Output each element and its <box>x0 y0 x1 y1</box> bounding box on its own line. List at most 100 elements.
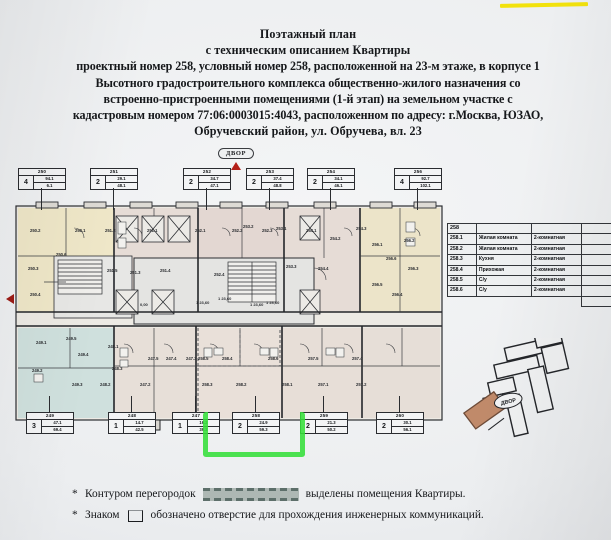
room-number-label: 250.4 <box>30 292 41 297</box>
table-cell-name: Жилая комната <box>475 243 532 256</box>
table-cell-area: 4, <box>581 285 611 297</box>
table-row: 258.6С/у2-комнатная4, <box>447 285 611 297</box>
callout-area-living: 50.2 <box>327 426 336 432</box>
table-total-spacer <box>448 296 477 306</box>
table-cell-area: 17, <box>581 233 611 245</box>
callout-room-count: 3 <box>27 420 42 433</box>
room-number-label: 249.3 <box>72 382 83 387</box>
room-number-label: 252.2 <box>232 228 243 233</box>
callout-area-total: 37.4 <box>262 176 293 183</box>
callout-leader-line <box>113 188 114 210</box>
site-map-yard-label: ДВОР <box>500 398 517 407</box>
room-number-label: 249.1 <box>36 340 47 345</box>
room-number-label: 256.5 <box>372 282 383 287</box>
table-cell-code: 258.5 <box>447 275 477 287</box>
callout-flat-number: 247 <box>173 413 219 420</box>
callout-area-total: 94.1 <box>34 176 65 183</box>
callout-room-count: 2 <box>308 176 323 189</box>
core-elevation-label: 1 23,60 <box>250 302 264 307</box>
room-number-label: 256.6 <box>386 256 397 261</box>
table-cell-type: 2-комнатная <box>530 264 583 277</box>
table-cell-area: 14, <box>581 243 611 256</box>
room-number-label: 251.5 <box>107 268 118 273</box>
room-number-label: 251.2 <box>105 228 116 233</box>
callout-leader-line <box>399 396 400 412</box>
callout-area-total: 34.7 <box>199 176 230 183</box>
table-cell-name: Прихожая <box>475 264 532 277</box>
room-number-label: 249.2 <box>32 368 43 373</box>
note-openings-before: Знаком <box>85 509 120 521</box>
room-number-label: 258.3 <box>202 382 213 387</box>
room-number-label: 254.4 <box>318 266 329 271</box>
room-number-label: 257.4 <box>352 356 363 361</box>
room-number-label: 251.3 <box>130 270 141 275</box>
callout-leader-line <box>49 396 50 412</box>
callout-area-living: 47.1 <box>210 182 219 188</box>
partition-hatch-swatch <box>202 488 299 501</box>
table-header-code: 258 <box>447 222 477 235</box>
room-number-label: 253.2 <box>243 224 254 229</box>
callout-leader-line <box>206 188 207 210</box>
note-openings: * Знаком обозначено отверстие для прохож… <box>72 505 602 526</box>
callout-leader-line <box>41 188 42 210</box>
table-cell-type: 2-комнатная <box>530 275 583 287</box>
room-number-label: 253.3 <box>286 264 297 269</box>
callout-flat-number: 250 <box>19 169 65 176</box>
highlighted-flat-contour <box>203 412 305 457</box>
table-cell-code: 258.4 <box>447 264 477 277</box>
room-number-label: 258.6 <box>268 356 279 361</box>
table-header-type <box>530 222 583 235</box>
room-number-label: 249.5 <box>66 336 77 341</box>
callout-room-count: 2 <box>233 420 248 433</box>
room-number-label: 247.2 <box>140 382 151 387</box>
callout-area-living: 6.1 <box>46 182 53 188</box>
room-number-label: 252.3 <box>262 228 273 233</box>
room-number-label: 250.3 <box>28 266 39 271</box>
note-partitions: * Контуром перегородок выделены помещени… <box>72 484 602 505</box>
callout-area-total: 30.1 <box>392 420 423 427</box>
callout-area-total: 21.3 <box>316 420 347 427</box>
callout-area-total: 92.7 <box>410 176 441 183</box>
room-number-label: 256.4 <box>392 292 403 297</box>
room-number-label: 248.1 <box>108 344 119 349</box>
table-row: 258.5С/у2-комнатная3, <box>447 275 611 287</box>
table-header-row: 258 <box>447 222 611 235</box>
core-elevation-label: 1 23,60 <box>196 300 210 305</box>
room-number-label: 251.1 <box>147 228 158 233</box>
room-number-label: 257.5 <box>308 356 319 361</box>
title-line-6: кадастровым номером 77:06:0003015:4043, … <box>72 108 544 123</box>
callout-room-count: 2 <box>184 176 199 189</box>
callout-area-living: 59.3 <box>259 426 268 432</box>
table-cell-name: С/у <box>475 275 532 287</box>
core-elevation-label: 1 23,60 <box>266 300 280 305</box>
core-elevation-label: 1 23,60 <box>218 296 232 301</box>
callout-area-total: 29.1 <box>106 176 137 183</box>
table-total-row: 59, <box>448 295 611 308</box>
room-number-label: 247.4 <box>166 356 177 361</box>
room-number-label: 258.2 <box>236 382 247 387</box>
callout-area-living: 48.8 <box>273 182 282 188</box>
callout-flat-number: 260 <box>377 413 423 420</box>
table-cell-type: 2-комнатная <box>530 233 583 245</box>
callout-flat-number: 252 <box>184 169 230 176</box>
table-cell-area: 3, <box>581 275 611 287</box>
table-cell-code: 258.6 <box>447 285 477 297</box>
room-number-label: 258.5 <box>198 356 209 361</box>
callout-leader-line <box>417 188 418 210</box>
table-cell-area: 7, <box>581 264 611 277</box>
callout-room-count: 2 <box>247 176 262 189</box>
room-number-label: 256.1 <box>372 242 383 247</box>
room-number-label: 247.3 <box>186 356 197 361</box>
floor-plan-drawing <box>15 201 443 431</box>
callout-room-count: 4 <box>395 176 410 189</box>
